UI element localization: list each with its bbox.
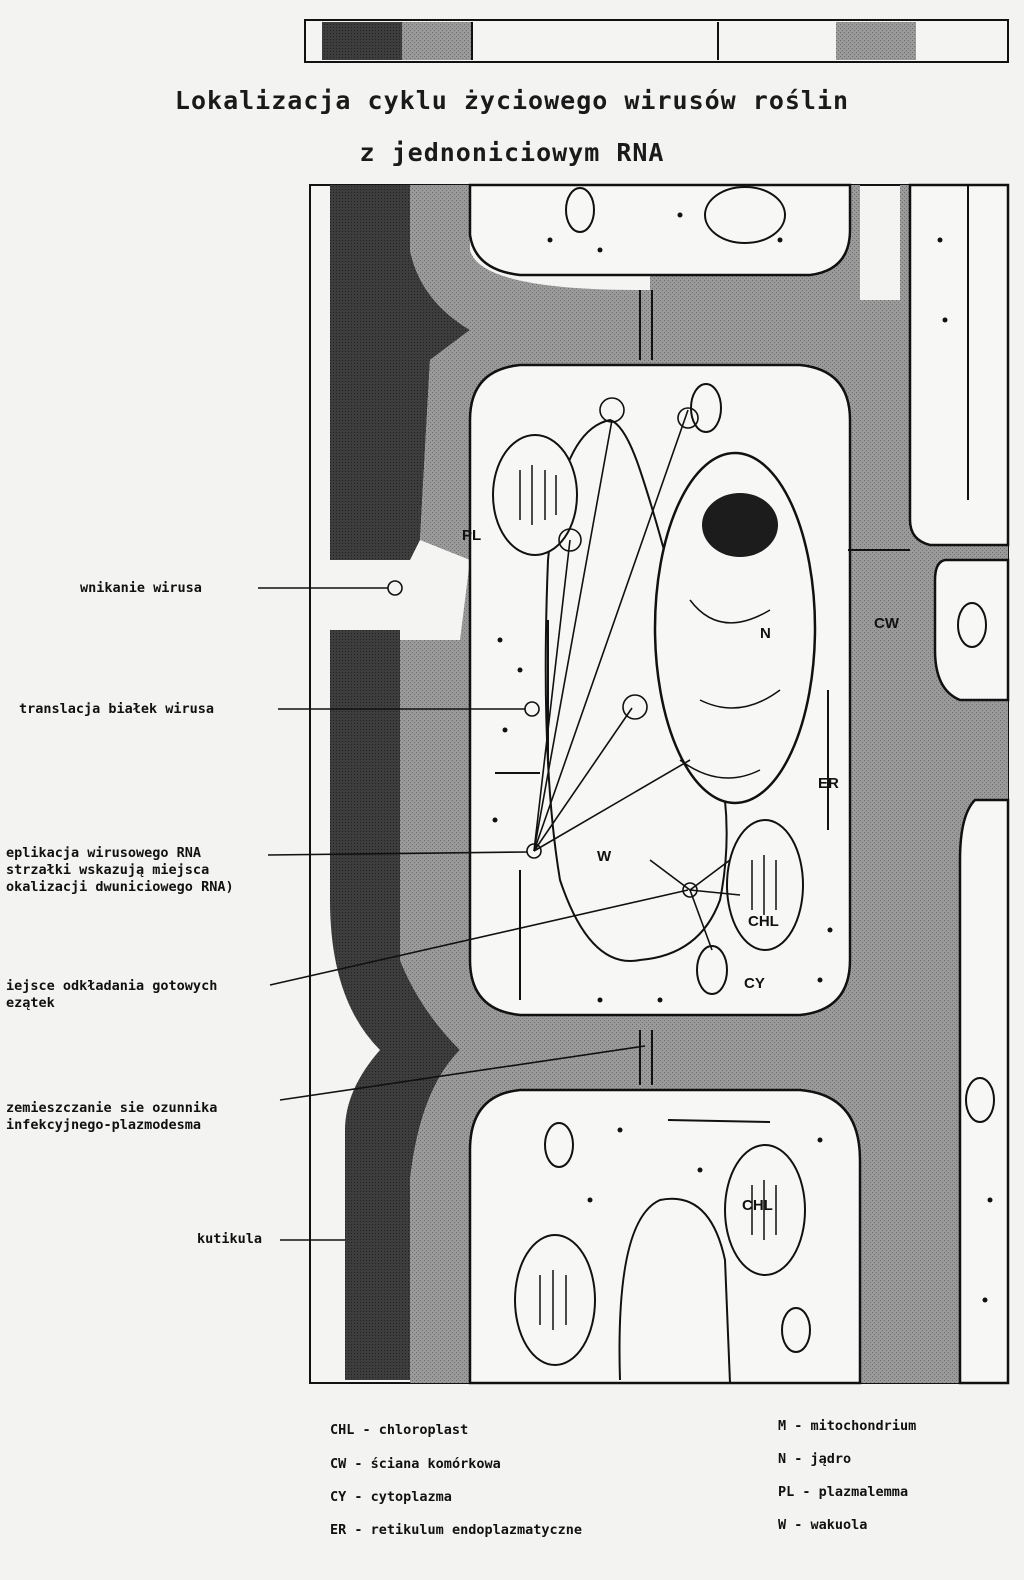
top-strip [304,19,1009,63]
chloroplasts [492,186,806,1366]
diagram-title: Lokalizacja cyklu życiowego wirusów rośl… [174,86,850,115]
chloroplast [726,819,804,951]
abbr-er: ER [818,775,839,792]
mitochondrion [781,1307,811,1353]
legend-text: - ściana komórkowa [354,1456,501,1472]
mitochondria [544,187,995,1353]
ribosome-dots [492,212,993,1303]
label-particle-deposition-line2: ezątek [6,995,55,1011]
label-rna-replication-line2: strzałki wskazują miejsca [6,862,210,878]
abbr-chl-1: CHL [748,913,779,930]
label-plasmodesma-movement-line2: infekcyjnego-plazmodesma [6,1117,202,1133]
abbr-cy: CY [744,975,765,992]
label-particle-deposition: iejsce odkładania gotowych ezątek [6,978,217,1012]
legend-abbr: PL [778,1484,795,1500]
mitochondrion [965,1077,995,1123]
label-plasmodesma-movement: zemieszczanie sie ozunnika infekcyjnego-… [6,1100,217,1134]
legend-text: - chloroplast [362,1422,469,1438]
upper-cell [468,183,852,277]
legend-text: - mitochondrium [794,1418,917,1434]
label-virus-entry: wnikanie wirusa [80,580,202,596]
abbr-n: N [760,625,771,642]
chloroplast [514,1234,596,1366]
chloroplast [492,434,578,556]
nucleus [653,451,817,805]
legend-item-w: W - wakuola [778,1517,867,1534]
chloroplast [724,1144,806,1276]
diagram-subtitle: z jednoniciowym RNA [359,138,665,167]
abbr-w: W [597,848,612,865]
legend-text: - plazmalemma [802,1484,909,1500]
plasmodesmata [639,290,910,1085]
legend-text: - wakuola [794,1517,868,1533]
pointer-lines [258,397,741,1241]
legend-item-er: ER - retikulum endoplazmatyczne [330,1522,582,1539]
label-plasmodesma-movement-line1: zemieszczanie sie ozunnika [6,1100,218,1116]
er-strands [495,185,969,1123]
label-rna-replication-line1: eplikacja wirusowego RNA [6,845,202,861]
legend-abbr: CHL [330,1422,355,1438]
legend-item-cw: CW - ściana komórkowa [330,1456,501,1473]
thylakoids [519,465,777,1330]
legend-abbr: ER [330,1522,347,1538]
legend-item-n: N - jądro [778,1451,851,1468]
right-upper-cell [908,183,1010,547]
legend-item-m: M - mitochondrium [778,1418,916,1435]
label-cuticle: kutikula [197,1231,263,1247]
legend-abbr: N [778,1451,787,1467]
legend-abbr: M [778,1418,787,1434]
label-rna-replication: eplikacja wirusowego RNA strzałki wskazu… [6,845,234,896]
legend-abbr: W [778,1517,787,1533]
abbr-pl: PL [462,527,482,544]
label-rna-replication-line3: okalizacji dwuniciowego RNA) [6,879,234,895]
legend-abbr: CW [330,1456,347,1472]
abbr-cw: CW [874,615,899,632]
label-protein-translation: translacja białek wirusa [19,701,215,717]
legend-item-pl: PL - plazmalemma [778,1484,908,1501]
chloroplast [704,186,786,244]
legend-item-cy: CY - cytoplazma [330,1489,452,1506]
legend-text: - retikulum endoplazmatyczne [354,1522,582,1538]
legend-abbr: CY [330,1489,347,1505]
mitochondrion [544,1122,574,1168]
mitochondrion [565,187,595,233]
mitochondrion [696,945,728,995]
label-particle-deposition-line1: iejsce odkładania gotowych [6,978,218,994]
mitochondrion [957,602,987,648]
legend-text: - cytoplazma [354,1489,452,1505]
legend-item-chl: CHL - chloroplast [330,1422,468,1439]
legend-text: - jądro [794,1451,852,1467]
abbr-chl-2: CHL [742,1197,773,1214]
